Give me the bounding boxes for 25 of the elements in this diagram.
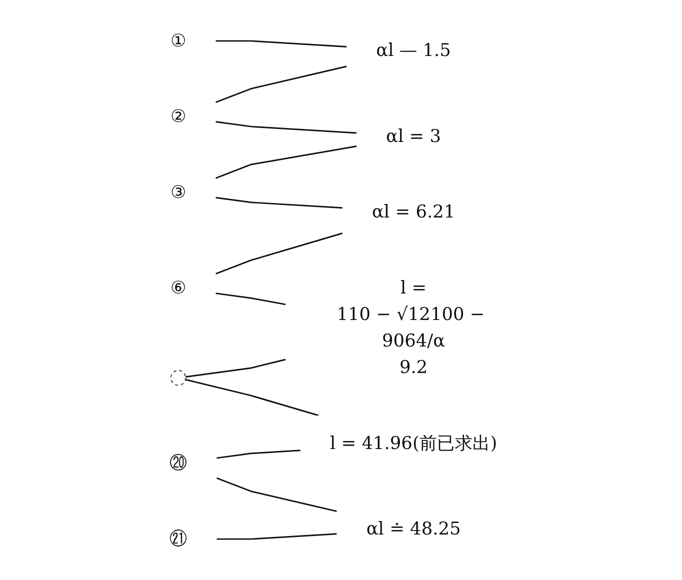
connector — [186, 358, 286, 378]
node-text: αl = 3 — [386, 126, 442, 147]
connector — [216, 196, 343, 209]
node-text: αl ≐ 48.25 — [366, 518, 462, 540]
connector — [216, 477, 338, 512]
connector — [216, 232, 343, 275]
node-text: ③ — [170, 182, 186, 203]
connector — [216, 121, 357, 134]
connector — [216, 66, 348, 104]
node-text: ⑳ — [170, 452, 188, 474]
node-text: αl — 1.5 — [376, 40, 452, 62]
node-text: ㉑ — [170, 528, 188, 550]
connector — [186, 378, 320, 416]
node-circle — [170, 370, 186, 386]
node-text: αl = 6.21 — [372, 202, 456, 223]
node-text: l = 110 − √12100 − 9064/α 9.2 — [336, 278, 486, 378]
node-text: ② — [170, 106, 186, 128]
node-text: ⑥ — [170, 278, 186, 299]
connector — [216, 292, 286, 306]
connector — [216, 533, 338, 540]
connector — [216, 40, 347, 48]
node-text: l = 41.96(前已求出) — [330, 433, 498, 454]
connector — [216, 146, 357, 179]
node-text: ① — [170, 30, 186, 52]
connector — [216, 450, 301, 459]
